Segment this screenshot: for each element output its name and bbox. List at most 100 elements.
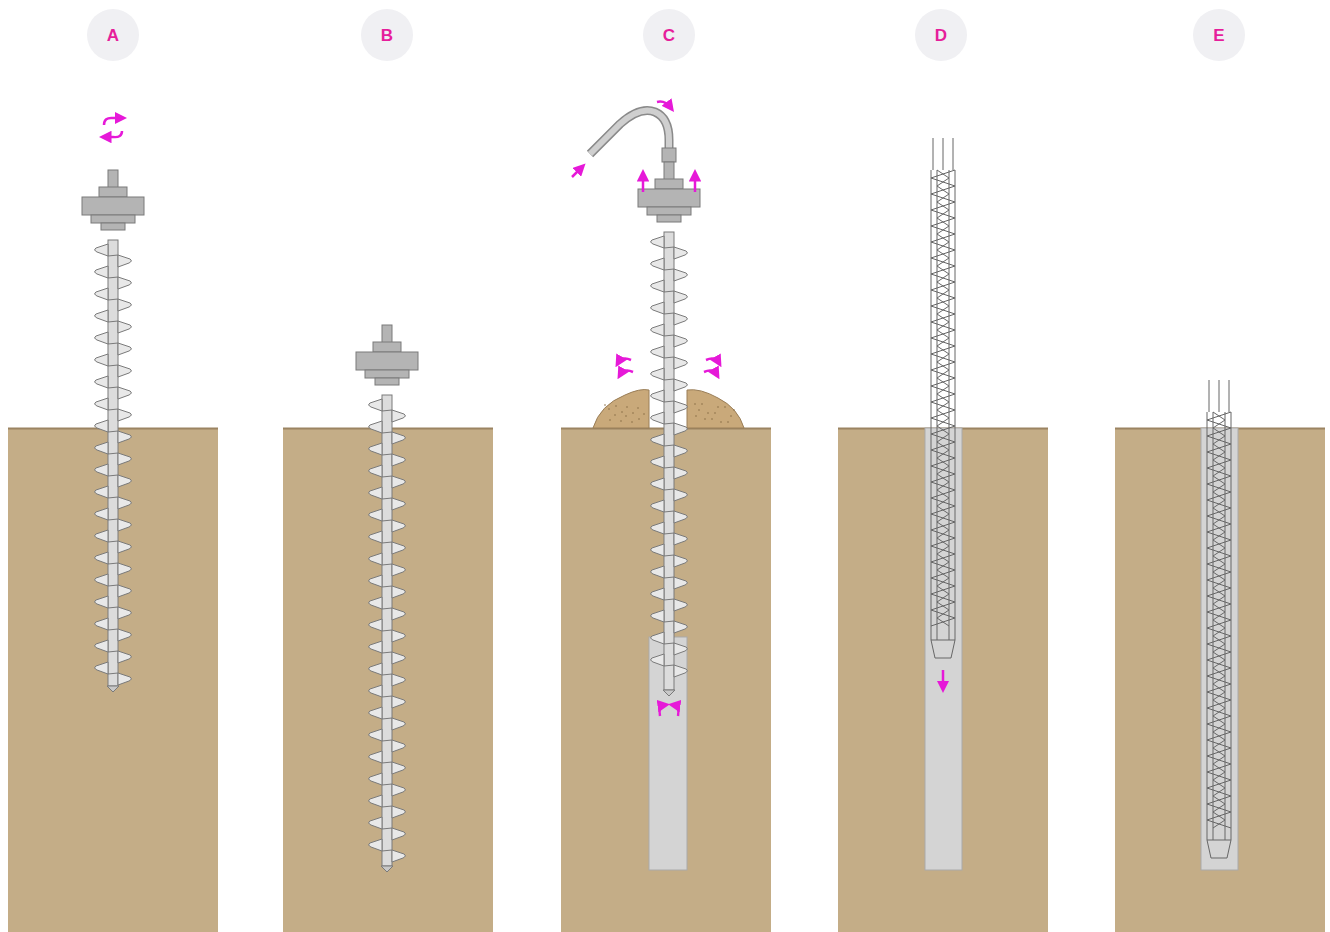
auger-shaft — [108, 240, 118, 686]
auger-flight — [392, 476, 405, 488]
auger-flight — [118, 365, 131, 377]
auger-flight — [95, 310, 108, 322]
auger-flight — [95, 420, 108, 432]
auger-flight — [118, 321, 131, 333]
cage-toe — [931, 640, 955, 658]
flight-edge — [382, 784, 392, 785]
auger-flight — [392, 498, 405, 510]
auger-flight — [369, 399, 382, 411]
flight-edge — [108, 673, 118, 674]
auger-flight — [369, 773, 382, 785]
auger-flight — [369, 509, 382, 521]
step-badge: C — [643, 9, 695, 61]
auger-flight — [392, 718, 405, 730]
flight-edge — [664, 511, 674, 512]
soil-grain — [724, 406, 726, 408]
flight-edge — [664, 313, 674, 314]
flight-edge — [664, 555, 674, 556]
auger-flight — [118, 673, 131, 685]
flight-edge — [664, 533, 674, 534]
auger-flight — [651, 236, 664, 248]
auger-flight — [118, 431, 131, 443]
auger-flight — [651, 588, 664, 600]
auger-flight — [392, 542, 405, 554]
auger-flight — [392, 806, 405, 818]
flight-edge — [108, 607, 118, 608]
auger-flight — [369, 575, 382, 587]
auger-flight — [674, 621, 687, 633]
auger-flight — [369, 729, 382, 741]
auger-flight — [95, 640, 108, 652]
soil-grain — [637, 407, 639, 409]
flight-edge — [382, 718, 392, 719]
motion-arrow — [704, 371, 717, 375]
auger-flight — [95, 574, 108, 586]
auger-flight — [674, 643, 687, 655]
auger-flight — [118, 519, 131, 531]
flight-edge — [664, 621, 674, 622]
soil-grain — [608, 408, 610, 410]
auger-tip — [663, 690, 675, 696]
auger-flight — [95, 596, 108, 608]
auger-flight — [651, 368, 664, 380]
auger-flight — [118, 277, 131, 289]
flight-edge — [664, 357, 674, 358]
rotary-head — [356, 325, 418, 385]
auger-flight — [651, 434, 664, 446]
auger-tip — [107, 686, 119, 692]
auger-flight — [674, 489, 687, 501]
soil-grain — [717, 406, 719, 408]
auger-flight — [95, 376, 108, 388]
auger-flight — [674, 533, 687, 545]
soil-grain — [609, 419, 611, 421]
auger-flight — [118, 475, 131, 487]
auger-flight — [95, 266, 108, 278]
step-letter: D — [935, 27, 947, 44]
rotary-head — [82, 170, 144, 230]
auger-flight — [369, 443, 382, 455]
flight-edge — [382, 696, 392, 697]
auger-flight — [674, 247, 687, 259]
flight-edge — [382, 828, 392, 829]
soil-grain — [643, 413, 645, 415]
soil-grain — [614, 414, 616, 416]
auger-flight — [651, 632, 664, 644]
flight-edge — [108, 585, 118, 586]
auger-flight — [392, 630, 405, 642]
auger-flight — [369, 751, 382, 763]
soil-grain — [626, 406, 628, 408]
auger-flight — [392, 608, 405, 620]
auger — [95, 240, 132, 692]
flight-edge — [664, 665, 674, 666]
auger-flight — [369, 531, 382, 543]
drive-shaft — [108, 170, 118, 188]
flight-edge — [108, 475, 118, 476]
soil-ground — [838, 428, 1048, 932]
auger-flight — [118, 453, 131, 465]
hose-coupler — [662, 148, 676, 162]
auger — [651, 232, 688, 696]
rotary-head — [638, 162, 700, 222]
cage-spiral — [1213, 412, 1225, 828]
head-cap — [655, 179, 683, 189]
auger-flight — [118, 387, 131, 399]
auger-flight — [369, 421, 382, 433]
cage-bar — [1219, 380, 1220, 412]
auger-flight — [651, 654, 664, 666]
auger-flight — [95, 332, 108, 344]
motion-arrow — [706, 359, 719, 363]
auger-flight — [392, 784, 405, 796]
flight-edge — [382, 564, 392, 565]
auger-flight — [674, 269, 687, 281]
flight-edge — [382, 674, 392, 675]
auger-flight — [651, 258, 664, 270]
cage-spiral — [937, 170, 949, 626]
flight-edge — [664, 423, 674, 424]
flight-edge — [108, 651, 118, 652]
auger-flight — [674, 599, 687, 611]
head-body — [356, 352, 418, 370]
motion-arrow — [942, 670, 945, 688]
auger-flight — [118, 629, 131, 641]
auger-flight — [95, 398, 108, 410]
